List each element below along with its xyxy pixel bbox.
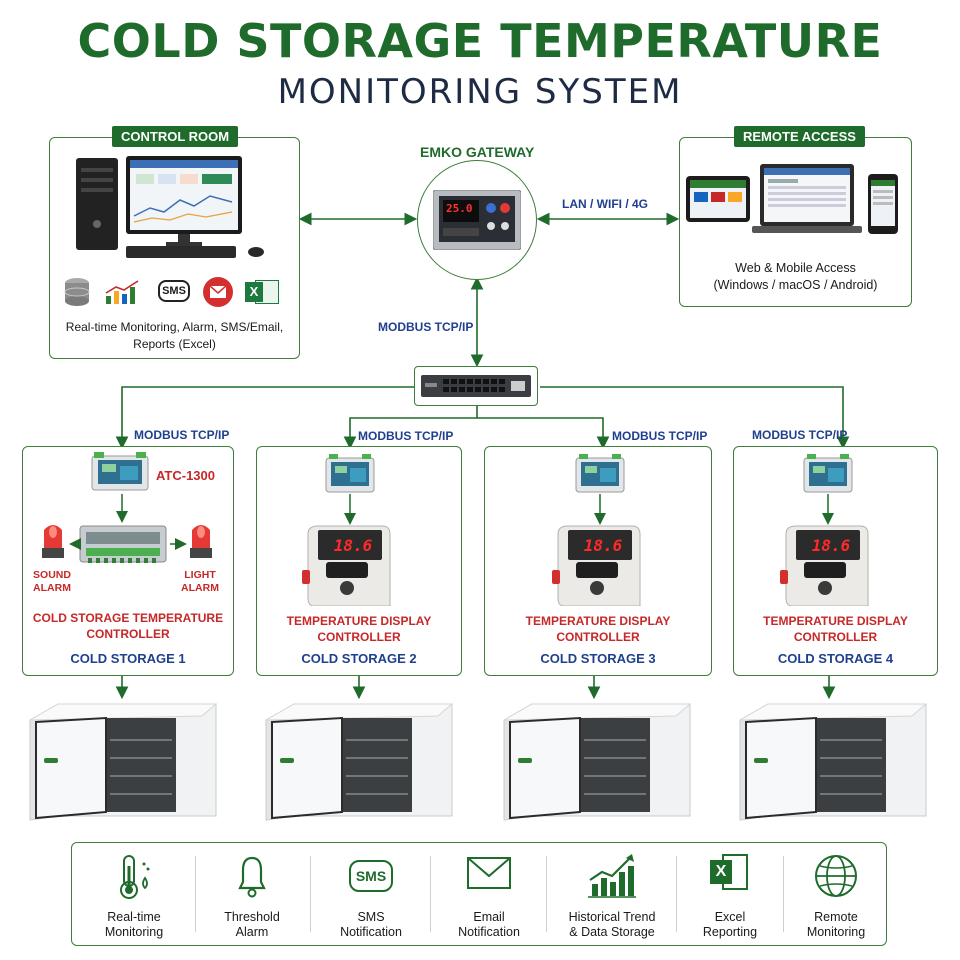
feature-divider [430,856,431,932]
display-value: 18.6 [333,536,373,555]
cold-room-illustration [503,703,692,821]
remote-caption-2: (Windows / macOS / Android) [713,278,878,292]
display-controller [780,525,869,606]
lan-label: LAN / WIFI / 4G [562,197,648,211]
remote-devices [686,164,898,234]
storage-1-inner-links [69,494,187,550]
switch-bus-left [115,386,414,450]
remote-caption-1: Web & Mobile Access [735,261,856,275]
modbus-label-3: MODBUS TCP/IP [612,429,708,443]
gateway-device [433,190,521,250]
storage-1-name: COLD STORAGE 1 [70,651,186,666]
light-alarm-icon [190,525,212,558]
feature-divider [676,856,677,932]
excel-icon: X [245,278,281,306]
email-icon [464,852,514,901]
switch-bus-right [540,386,850,450]
feature-bar [71,842,887,946]
modbus-label-4: MODBUS TCP/IP [752,428,848,442]
display-value: 18.6 [583,536,623,555]
network-switch [421,375,531,397]
cold-room-illustration [739,703,928,821]
trend-chart-icon [586,852,638,905]
page-subtitle: MONITORING SYSTEM [277,72,683,112]
sms-icon: SMS [158,280,190,302]
modbus-label-1: MODBUS TCP/IP [134,428,230,442]
chart-icon [105,280,139,304]
cold-room-4 [732,696,932,829]
storage-4-devices: 18.6 [733,446,938,676]
storage-3-name: COLD STORAGE 3 [540,651,656,666]
modbus-label-2: MODBUS TCP/IP [358,429,454,443]
display-value: 18.6 [811,536,851,555]
cold-room-3 [496,696,696,829]
io-module [575,454,625,493]
control-room-caption-1: Real-time Monitoring, Alarm, SMS/Email, [65,320,284,334]
display-controller [552,525,641,606]
gateway-display-value: 25.0 [446,202,473,215]
storage-4-name: COLD STORAGE 4 [777,651,894,666]
gateway-label: EMKO GATEWAY [420,144,535,160]
storage-2-name: COLD STORAGE 2 [301,651,417,666]
sms-icon: SMS [349,852,393,892]
feature-divider [310,856,311,932]
cold-room-1 [22,696,222,829]
storage-3-devices: 18.6 [484,446,712,676]
display-controller [302,525,391,606]
sound-alarm-icon [42,525,64,558]
modbus-main-label: MODBUS TCP/IP [378,320,474,334]
storage-2-devices: 18.6 [256,446,462,676]
excel-icon: X [710,852,750,894]
remote-access-tag: REMOTE ACCESS [734,126,865,147]
feature-divider [195,856,196,932]
io-module [325,454,375,493]
atc-module-label: ATC-1300 [156,468,216,483]
feature-trend-chart: Historical Trend& Data Storage [548,842,676,946]
workstation-computer [76,156,264,258]
cold-room-illustration [265,703,454,821]
feature-divider [546,856,547,932]
email-icon [203,277,233,307]
feature-divider [783,856,784,932]
atc-module [91,452,149,491]
temperature-controller-device [79,525,167,563]
switch-to-storage-3-line [477,417,610,450]
bell-icon [230,852,274,907]
control-room-tag: CONTROL ROOM [112,126,239,147]
switch-to-storage-2-line [343,406,478,450]
database-icon [64,278,90,306]
globe-icon [812,852,860,905]
page-title: COLD STORAGE TEMPERATURE [77,14,883,68]
feature-label: Historical Trend& Data Storage [568,910,656,939]
io-module [803,454,853,493]
cold-room-illustration [29,703,218,821]
cold-room-2 [258,696,458,829]
thermometer-icon [112,852,156,907]
control-room-caption-2: Reports (Excel) [133,337,216,351]
